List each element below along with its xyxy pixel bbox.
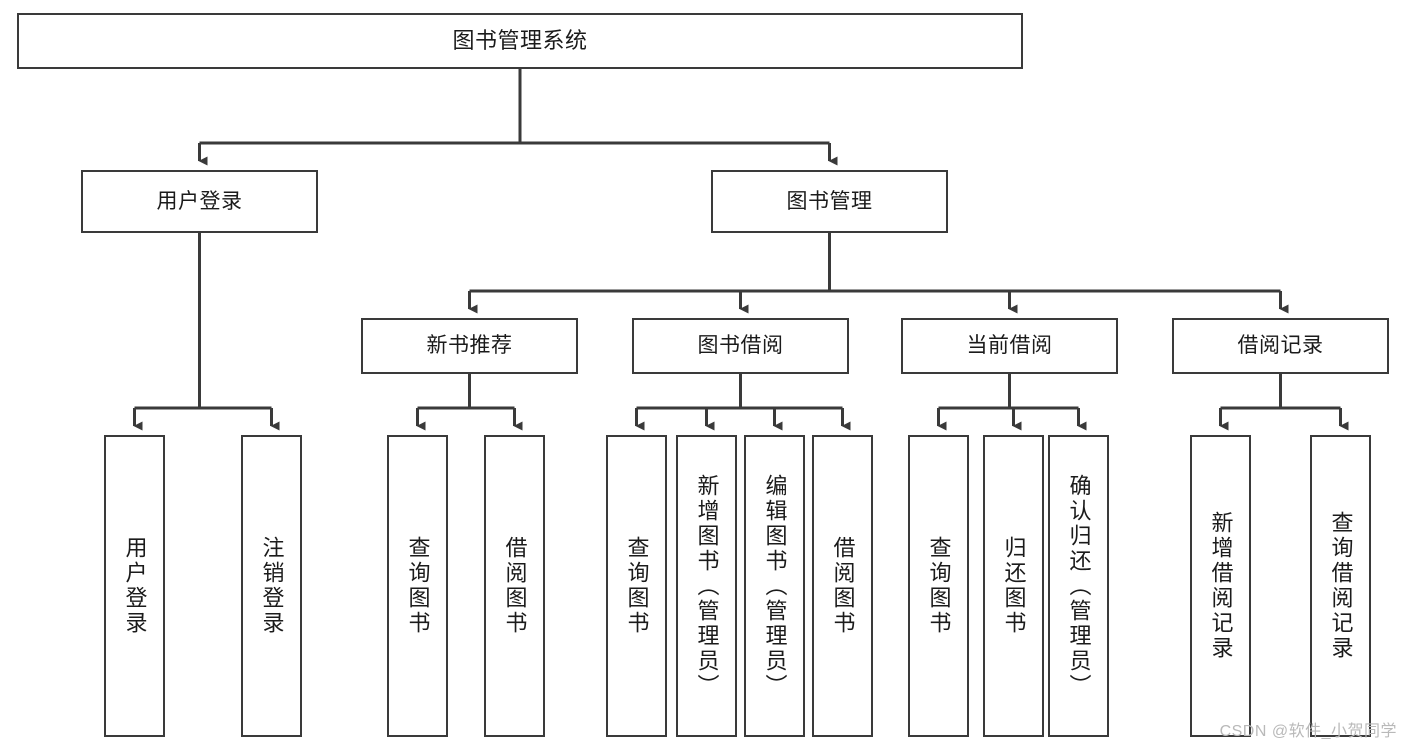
node-label: 借阅记录 [1237, 334, 1324, 358]
node-leaf_br_add[interactable]: 新增借阅记录 [1190, 435, 1251, 737]
node-book_mgmt[interactable]: 图书管理 [711, 170, 948, 233]
node-leaf_cb_query[interactable]: 查询图书 [908, 435, 969, 737]
node-leaf_bb_borrow[interactable]: 借阅图书 [812, 435, 873, 737]
node-label: 确认归还（管理员） [1066, 473, 1092, 699]
node-label: 图书管理系统 [452, 27, 588, 53]
node-leaf_bb_add[interactable]: 新增图书（管理员） [676, 435, 737, 737]
node-label: 查询借阅记录 [1328, 511, 1354, 661]
node-label: 查询图书 [926, 536, 952, 636]
node-label: 新增借阅记录 [1208, 511, 1234, 661]
node-label: 注销登录 [259, 536, 285, 636]
node-leaf_cb_return[interactable]: 归还图书 [983, 435, 1044, 737]
node-label: 新书推荐 [426, 334, 513, 358]
node-root[interactable]: 图书管理系统 [17, 13, 1023, 69]
node-label: 查询图书 [624, 536, 650, 636]
node-label: 新增图书（管理员） [694, 473, 720, 699]
node-new_book_rec[interactable]: 新书推荐 [361, 318, 578, 374]
node-current_borrow[interactable]: 当前借阅 [901, 318, 1118, 374]
node-label: 查询图书 [405, 536, 431, 636]
csdn-watermark: CSDN @软件_小贺同学 [1219, 723, 1397, 740]
node-label: 借阅图书 [502, 536, 528, 636]
node-label: 图书管理 [786, 189, 873, 213]
node-label: 图书借阅 [697, 334, 784, 358]
node-label: 编辑图书（管理员） [762, 473, 788, 699]
node-borrow_record[interactable]: 借阅记录 [1172, 318, 1389, 374]
node-leaf_user_logout[interactable]: 注销登录 [241, 435, 302, 737]
node-leaf_user_login[interactable]: 用户登录 [104, 435, 165, 737]
node-leaf_bb_edit[interactable]: 编辑图书（管理员） [744, 435, 805, 737]
node-label: 归还图书 [1001, 536, 1027, 636]
node-label: 借阅图书 [830, 536, 856, 636]
node-leaf_br_query[interactable]: 查询借阅记录 [1310, 435, 1371, 737]
node-leaf_bb_query[interactable]: 查询图书 [606, 435, 667, 737]
node-book_borrow[interactable]: 图书借阅 [632, 318, 849, 374]
node-leaf_rec_borrow[interactable]: 借阅图书 [484, 435, 545, 737]
node-leaf_cb_confirm[interactable]: 确认归还（管理员） [1048, 435, 1109, 737]
node-label: 当前借阅 [966, 334, 1053, 358]
node-label: 用户登录 [122, 536, 148, 636]
node-user_login[interactable]: 用户登录 [81, 170, 318, 233]
node-leaf_rec_query[interactable]: 查询图书 [387, 435, 448, 737]
node-label: 用户登录 [156, 189, 243, 213]
